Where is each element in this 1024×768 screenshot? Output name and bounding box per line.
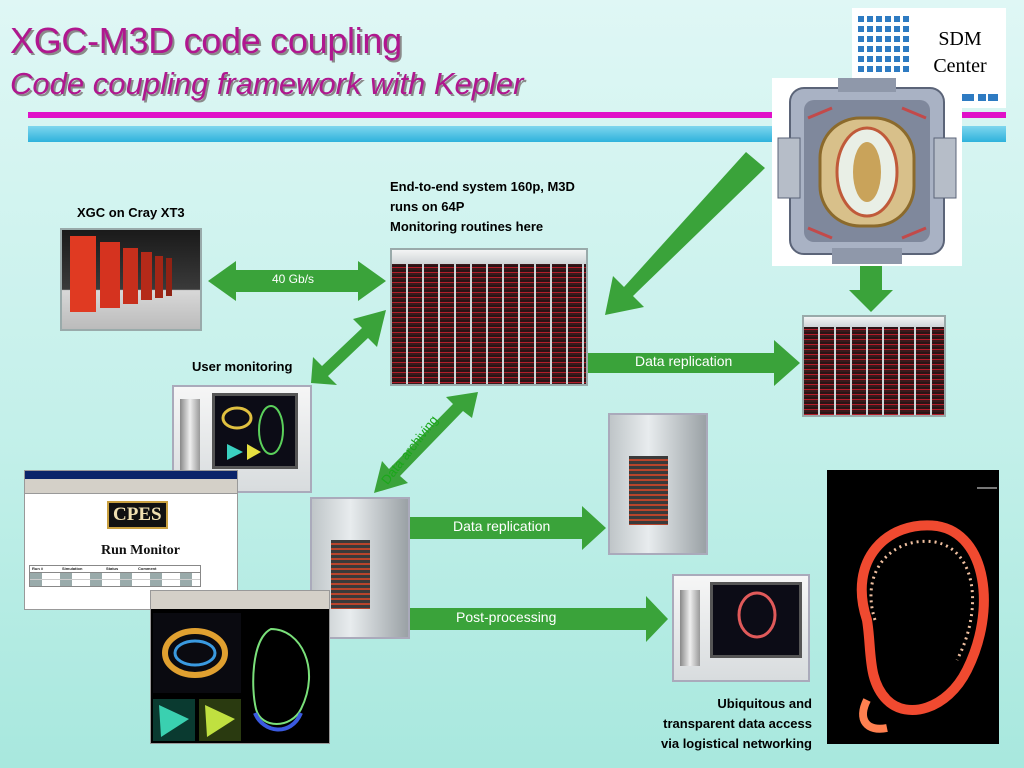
pink-divider (28, 112, 1006, 118)
ubiquitous-label-line1: Ubiquitous and (717, 696, 812, 711)
m3d-server-rack-photo (390, 248, 588, 386)
tokamak-down-arrow (849, 266, 893, 312)
end-to-end-label-line2: runs on 64P (390, 199, 465, 214)
run-monitor-heading: Run Monitor (101, 543, 180, 558)
logo-text-line2: Center (933, 55, 987, 77)
plasma-crosssection-icon (737, 591, 777, 639)
tokamak-icon (777, 78, 957, 264)
end-to-end-label-line1: End-to-end system 160p, M3D (390, 179, 575, 194)
cray-xt3-photo (60, 228, 202, 331)
run-table-header: Simulation (62, 566, 83, 571)
tokamak-illustration (772, 78, 962, 266)
slide-title: XGC-M3D code coupling (10, 20, 402, 61)
run-table-header: Status (106, 566, 119, 571)
archive-server-photo (608, 413, 708, 555)
ubiquitous-access-label: Ubiquitous and transparent data access v… (640, 694, 812, 754)
plasma-cross-section-image (827, 470, 999, 744)
cray-racks-icon (70, 236, 172, 312)
user-monitoring-label: User monitoring (192, 359, 293, 374)
run-table-header: Run # (32, 566, 44, 571)
post-processing-arrow (410, 596, 668, 642)
visualization-plots-icon (153, 613, 311, 741)
link-speed-label: 40 Gb/s (272, 272, 315, 286)
cpes-logo: CPES (107, 501, 168, 529)
run-monitor-window: CPES Run Monitor Run # Simulation Status… (24, 470, 238, 610)
ubiquitous-label-line2: transparent data access (663, 716, 812, 731)
ubiquitous-label-line3: via logistical networking (661, 736, 812, 751)
data-archiving-arrow (374, 392, 478, 493)
run-table: Run # Simulation Status Comment (29, 565, 201, 587)
post-processing-label: Post-processing (456, 609, 557, 625)
plasma-ring-icon (856, 487, 997, 733)
xgc-cray-label: XGC on Cray XT3 (77, 205, 185, 220)
end-to-end-label: End-to-end system 160p, M3D runs on 64P … (390, 177, 575, 237)
data-replication-top-label: Data replication (635, 353, 733, 369)
data-replication-bottom-arrow (410, 506, 606, 550)
user-monitoring-arrow (311, 310, 386, 385)
tokamak-to-rack-arrow (605, 152, 765, 315)
blue-divider (28, 126, 1006, 142)
user-monitoring-workstation-photo (172, 385, 312, 493)
plasma-plot-icon (221, 405, 284, 460)
data-replication-bottom-label: Data replication (453, 518, 551, 534)
logo-text-line1: SDM (938, 28, 982, 50)
post-processing-workstation-photo (672, 574, 810, 682)
slide-subtitle: Code coupling framework with Kepler (10, 66, 524, 101)
link-double-arrow (208, 261, 386, 301)
monitoring-screen (212, 393, 298, 469)
data-replication-top-arrow (588, 340, 800, 386)
logo-grid-icon (858, 16, 998, 101)
post-processing-screen (710, 582, 802, 658)
replica-server-rack-photo (802, 315, 946, 417)
run-table-header: Comment (138, 566, 157, 571)
end-to-end-label-line3: Monitoring routines here (390, 219, 544, 234)
visualization-window (150, 590, 330, 744)
